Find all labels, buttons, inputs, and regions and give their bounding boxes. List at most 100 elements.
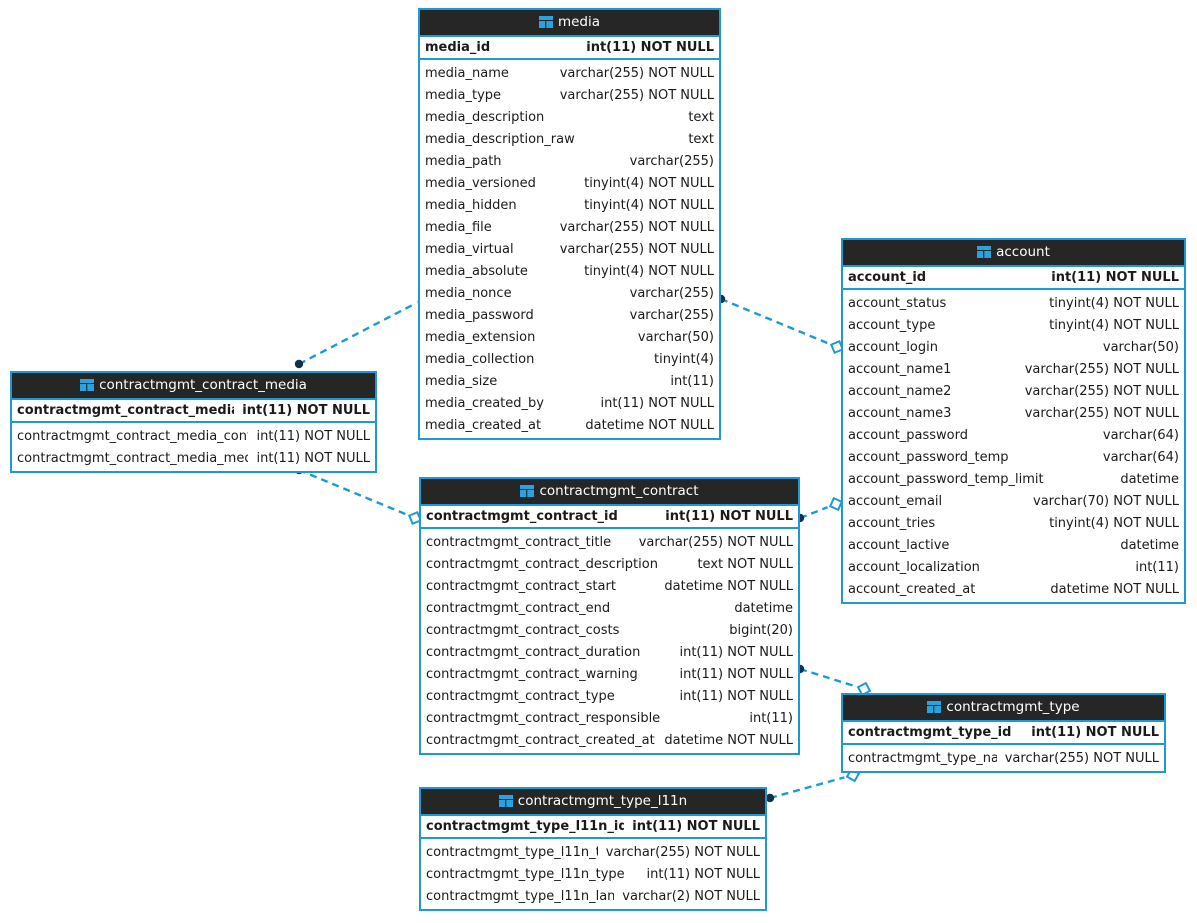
column-name: contractmgmt_contract_description (426, 556, 658, 572)
column-name: account_password_temp_limit (848, 471, 1044, 487)
column-name: account_name1 (848, 361, 952, 377)
column-type: datetime NOT NULL (585, 417, 714, 433)
column-type: datetime (734, 600, 793, 616)
column-type: varchar(64) (1102, 449, 1179, 465)
relationship-line (799, 667, 856, 688)
entity-title: account (996, 244, 1050, 260)
column-row[interactable]: account_password_temp varchar(64) (843, 446, 1184, 468)
table-icon (520, 485, 535, 497)
column-name: media_created_at (425, 417, 542, 433)
entity-header-media[interactable]: media (420, 10, 719, 35)
column-type: text NOT NULL (697, 556, 793, 572)
entity-header-contractmgmt_type_l11n[interactable]: contractmgmt_type_l11n (421, 789, 765, 814)
column-name: contractmgmt_contract_type (426, 688, 615, 704)
column-type: tinyint(4) NOT NULL (1049, 317, 1179, 333)
column-name: contractmgmt_contract_costs (426, 622, 620, 638)
table-icon (538, 16, 553, 28)
column-type: text (688, 131, 714, 147)
column-row[interactable]: contractmgmt_contract_media_contractint(… (12, 425, 375, 447)
column-name: account_name2 (848, 383, 952, 399)
column-name: media_collection (425, 351, 535, 367)
entity-header-account[interactable]: account (843, 240, 1184, 265)
rel-contract-to-type (795, 664, 872, 697)
column-row[interactable]: media_size int(11) (420, 370, 719, 392)
column-row[interactable]: contractmgmt_contract_end datetime (421, 597, 798, 619)
relationship-line (720, 297, 830, 345)
column-type: varchar(64) (1102, 427, 1179, 443)
column-name: contractmgmt_type_id (848, 725, 1012, 740)
column-name: media_size (425, 373, 498, 389)
column-list: contractmgmt_contract_media_contractint(… (12, 423, 375, 471)
entity-header-contractmgmt_type[interactable]: contractmgmt_type (843, 695, 1164, 720)
column-name: contractmgmt_contract_start (426, 578, 616, 594)
column-name: account_password_temp (848, 449, 1009, 465)
column-name: media_nonce (425, 285, 512, 301)
column-type: int(11) (670, 373, 714, 389)
column-type: varchar(50) (637, 329, 714, 345)
column-name: contractmgmt_contract_end (426, 600, 611, 616)
column-row[interactable]: contractmgmt_contract_description text NO… (421, 553, 798, 575)
column-type: int(11) NOT NULL (646, 866, 760, 882)
entity-header-contractmgmt_contract_media[interactable]: contractmgmt_contract_media (12, 373, 375, 398)
entity-header-contractmgmt_contract[interactable]: contractmgmt_contract (421, 479, 798, 504)
column-row[interactable]: contractmgmt_type_l11n_titlevarchar(255)… (421, 841, 765, 863)
entity-title: contractmgmt_type (946, 699, 1080, 715)
column-row[interactable]: media_created_at datetime NOT NULL (420, 414, 719, 436)
